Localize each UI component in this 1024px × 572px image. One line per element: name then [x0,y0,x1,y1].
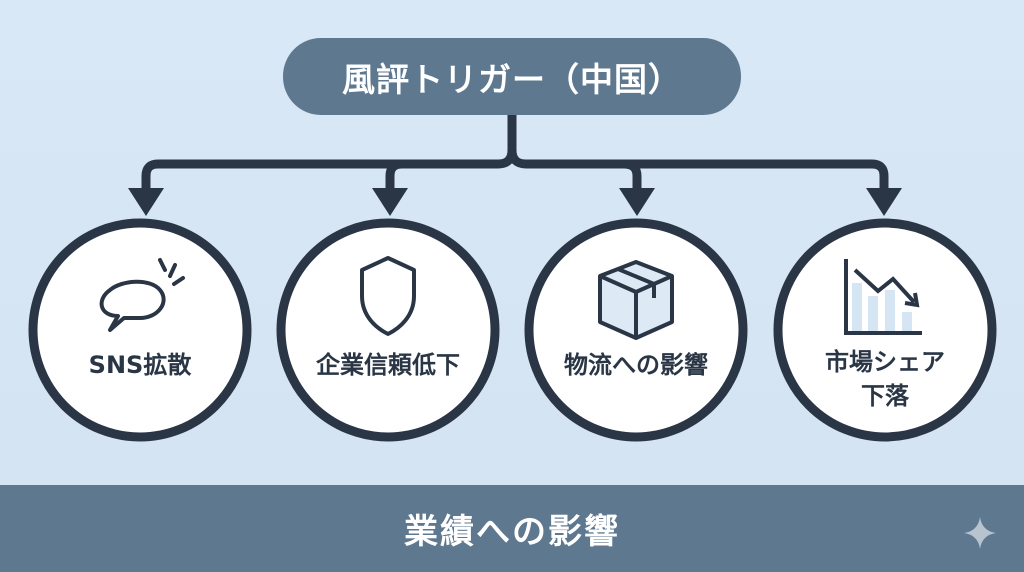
connector-1 [141,110,517,197]
impact-label-trust: 企業信頼低下 [316,351,460,379]
shield-icon [360,256,416,336]
arrow-head-3 [619,188,655,216]
impact-label-market-share: 市場シェア 下落 [825,348,945,410]
impact-label-sns: SNS拡散 [88,351,192,379]
trigger-node: 風評トリガー（中国） [283,38,741,115]
footer-label: 業績への影響 [404,512,620,552]
footer-banner: 業績への影響 [0,485,1024,572]
impact-circle-2 [276,218,500,442]
arrow-head-1 [128,188,164,216]
declining-chart-icon [844,259,922,335]
sparkle-icon [964,517,996,549]
connector-2 [385,159,407,197]
connector-3 [619,159,642,197]
arrow-head-4 [866,188,902,216]
connector-4 [507,145,889,197]
impact-label-logistics: 物流への影響 [564,351,708,379]
trigger-label: 風評トリガー（中国） [342,59,682,99]
speech-bubble-icon [99,258,185,332]
arrow-head-2 [372,188,408,216]
box-icon [598,260,674,340]
impact-circle-1 [28,218,252,442]
